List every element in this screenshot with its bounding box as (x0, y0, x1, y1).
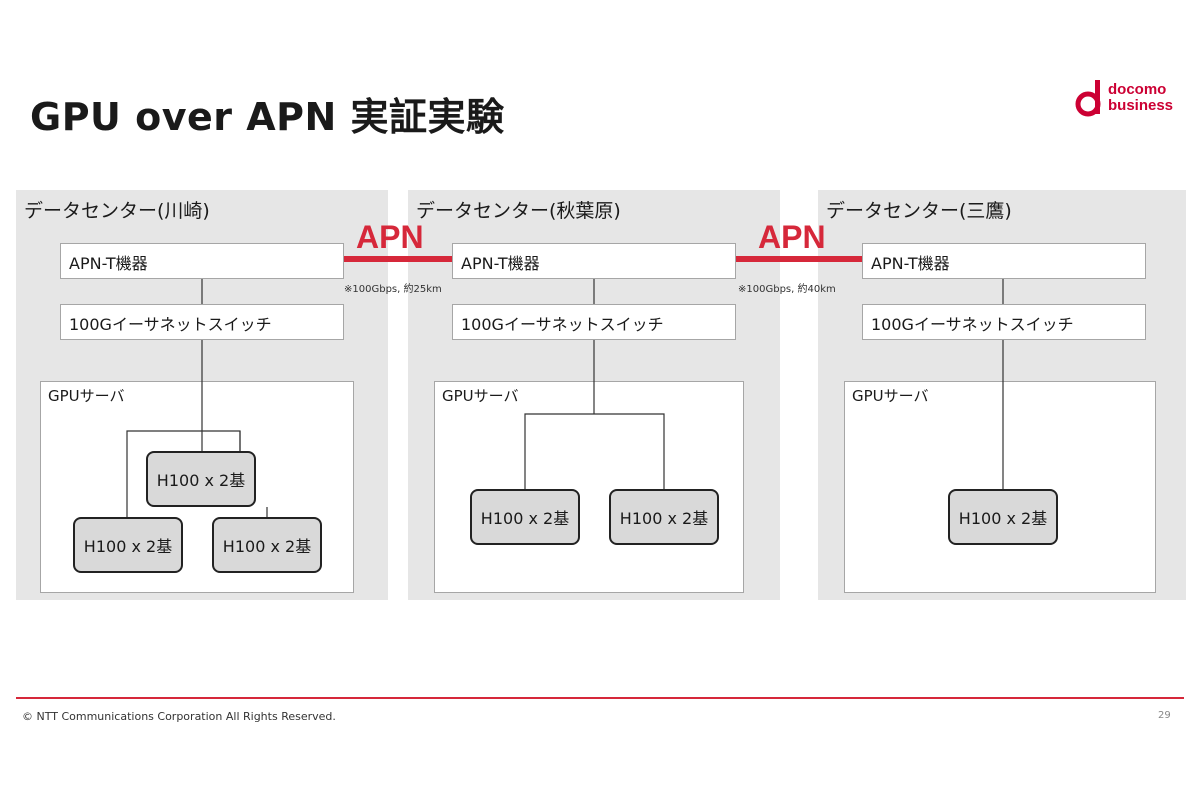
apn-t-device: APN-T機器 (452, 243, 736, 279)
apn-link-label: APN (356, 219, 424, 255)
logo-line-1: docomo (1108, 81, 1167, 98)
apn-link-note: ※100Gbps, 約40km (738, 284, 836, 295)
gpu-module: H100 x 2基 (73, 517, 183, 573)
logo-line-2: business (1108, 97, 1174, 114)
ethernet-switch: 100Gイーサネットスイッチ (862, 304, 1146, 340)
gpu-server-label: GPUサーバ (48, 387, 125, 405)
gpu-server-label: GPUサーバ (442, 387, 519, 405)
gpu-server-panel (844, 381, 1156, 593)
gpu-module: H100 x 2基 (212, 517, 322, 573)
page-number: 29 (1158, 710, 1171, 721)
gpu-module: H100 x 2基 (146, 451, 256, 507)
copyright-text: © NTT Communications Corporation All Rig… (22, 710, 336, 723)
gpu-module: H100 x 2基 (948, 489, 1058, 545)
apn-link-note: ※100Gbps, 約25km (344, 284, 442, 295)
datacenter-label: データセンター(三鷹) (826, 200, 1012, 222)
apn-t-device: APN-T機器 (862, 243, 1146, 279)
gpu-server-panel (434, 381, 744, 593)
apn-link-line (344, 256, 452, 262)
apn-link-line (736, 256, 862, 262)
docomo-business-logo-icon (1075, 80, 1101, 117)
gpu-server-label: GPUサーバ (852, 387, 929, 405)
logo-text: docomo business (1108, 82, 1173, 114)
apn-link-label: APN (758, 219, 826, 255)
footer-divider (16, 697, 1184, 699)
gpu-module: H100 x 2基 (609, 489, 719, 545)
ethernet-switch: 100Gイーサネットスイッチ (452, 304, 736, 340)
gpu-module: H100 x 2基 (470, 489, 580, 545)
apn-t-device: APN-T機器 (60, 243, 344, 279)
page-title: GPU over APN 実証実験 (30, 95, 505, 139)
ethernet-switch: 100Gイーサネットスイッチ (60, 304, 344, 340)
datacenter-label: データセンター(秋葉原) (416, 200, 621, 222)
datacenter-label: データセンター(川崎) (24, 200, 210, 222)
